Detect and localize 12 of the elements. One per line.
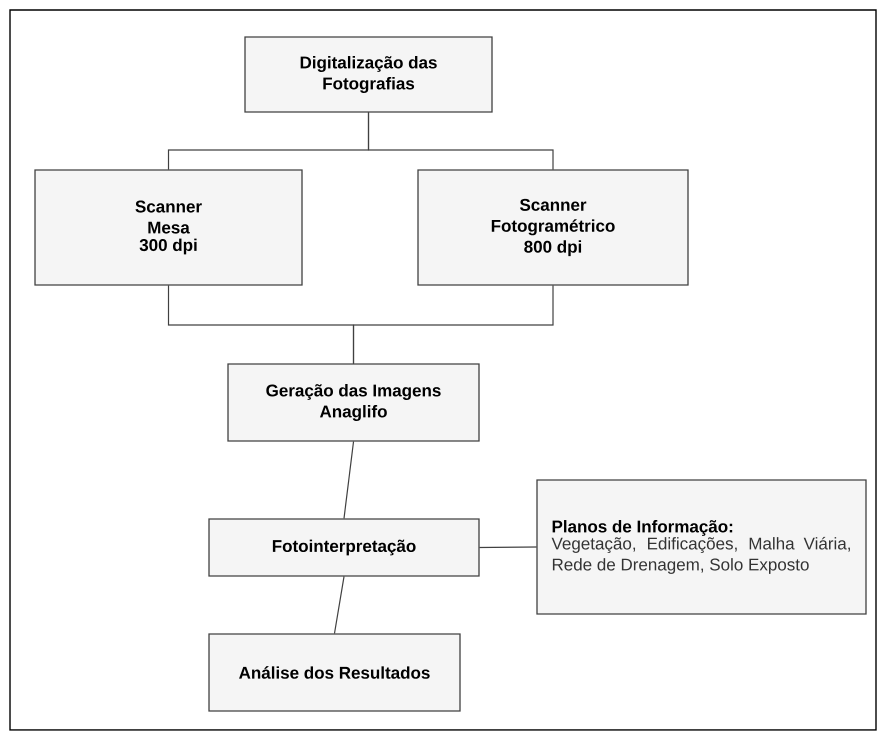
process-box: Scanner Fotogramétrico 800 dpi (417, 169, 689, 286)
process-box: Digitalização das Fotografias (244, 36, 493, 113)
process-box: Fotointerpretação (208, 518, 480, 577)
connector-line (334, 576, 345, 634)
process-box: Scanner Mesa 300 dpi (34, 169, 303, 286)
connector-line (368, 112, 554, 170)
connector-line (343, 442, 354, 518)
connector-line (480, 546, 536, 548)
info-box: Planos de Informação: Vegetação, Edificações, Malha Viária, Rede de Drenagem, Solo Exposto (536, 479, 867, 615)
process-box: Análise dos Resultados (208, 633, 461, 712)
process-box: Geração das Imagens Anaglifo (227, 363, 480, 442)
connector-line (352, 286, 554, 364)
